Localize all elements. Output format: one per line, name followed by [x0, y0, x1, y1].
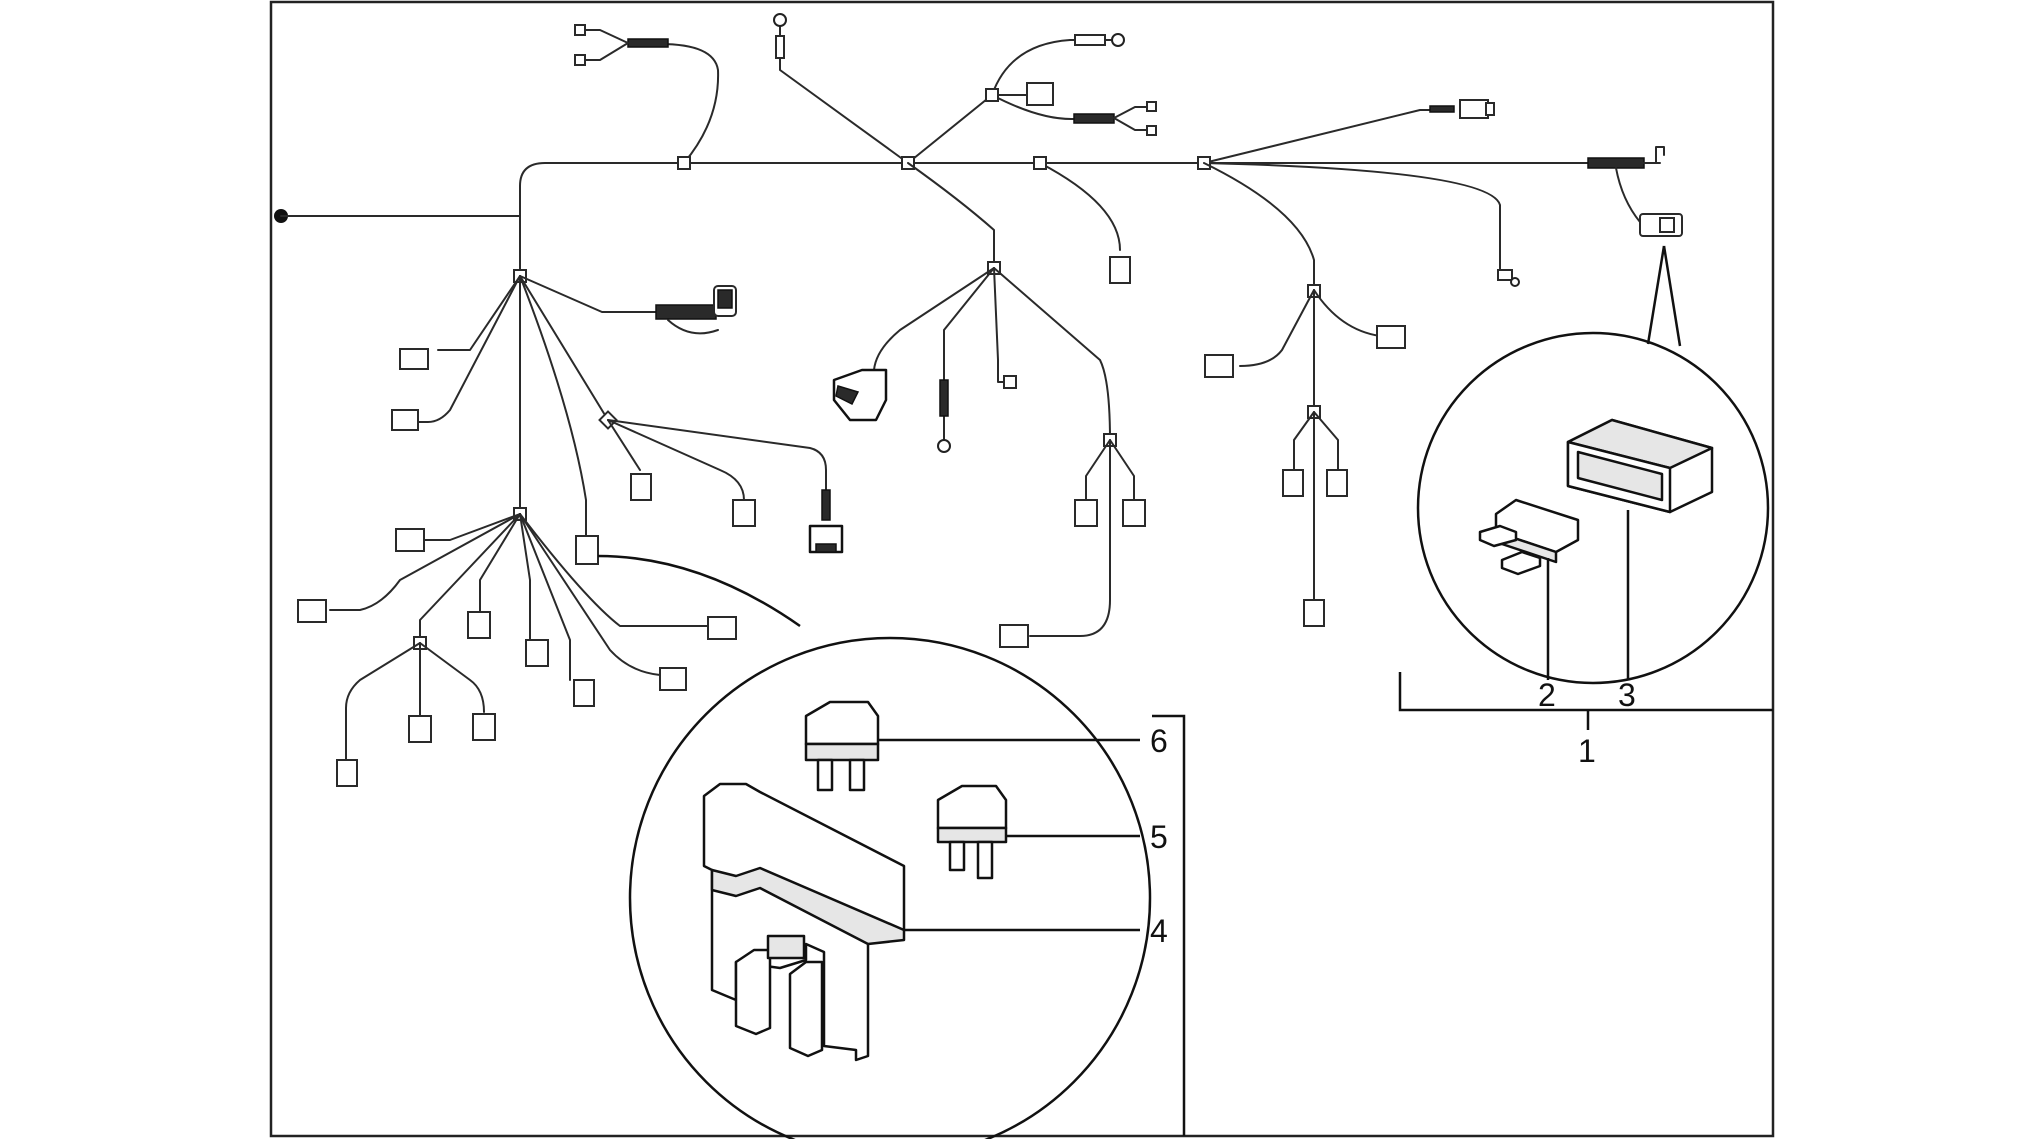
fuse-6-shape: [804, 700, 880, 792]
fuse-5-shape: [936, 784, 1008, 880]
spare-fuse-detail: 2 3 1: [1398, 245, 1773, 769]
fuse-box-detail: 6 5 4: [597, 554, 1186, 1139]
callout-6: 6: [1150, 723, 1168, 759]
center-branch: [832, 162, 1146, 648]
fuse-holder-shape: [1566, 418, 1714, 514]
callout-5: 5: [1150, 819, 1168, 855]
fuse-box-shape: [702, 782, 906, 1062]
right-lower-branch: [1203, 162, 1406, 627]
main-frame: [269, 0, 1775, 1138]
top-left-branch: [574, 24, 720, 170]
harness-trunk: [280, 162, 1661, 217]
right-mid-branch: [1033, 156, 1131, 284]
spare-fuse-zoom-circle: [1416, 331, 1770, 685]
callout-4: 4: [1150, 913, 1168, 949]
fuse-box-zoom-circle: [628, 636, 1152, 1139]
left-branch: [297, 215, 844, 787]
right-junction-branch: [1197, 99, 1520, 287]
callout-1: 1: [1578, 733, 1596, 769]
callout-2: 2: [1538, 677, 1556, 713]
right-end-connector: [1587, 146, 1683, 237]
spare-fuse-shape: [1478, 498, 1580, 576]
callout-3: 3: [1618, 677, 1636, 713]
top-middle-branch: [773, 13, 1157, 170]
